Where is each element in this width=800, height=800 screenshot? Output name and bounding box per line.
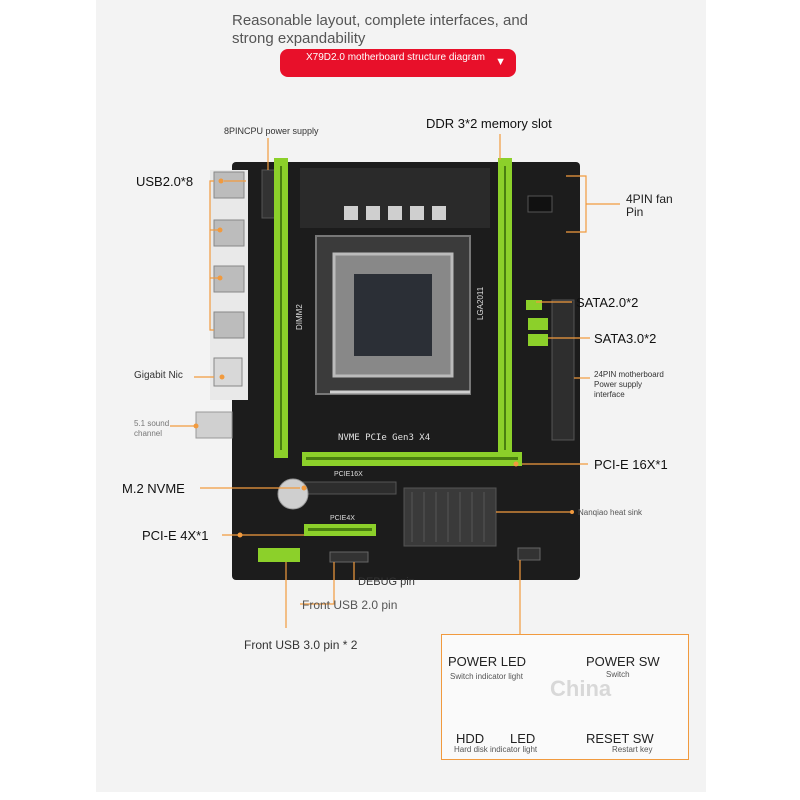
label-debug: DEBUG pin xyxy=(358,576,415,588)
atx-24pin-connector xyxy=(551,299,575,441)
label-power-sw: POWER SW xyxy=(586,654,660,669)
pcie16-silk: PCIE16X xyxy=(334,471,363,478)
usb3-front-header xyxy=(258,548,300,562)
label-pcie16: PCI-E 16X*1 xyxy=(594,457,668,472)
cmos-battery xyxy=(277,478,309,510)
usb-port-stack xyxy=(213,219,245,247)
label-power-led-sub: Switch indicator light xyxy=(450,672,523,681)
choke xyxy=(432,206,446,220)
label-front-usb3: Front USB 3.0 pin * 2 xyxy=(244,638,358,652)
label-reset-sw-sub: Restart key xyxy=(612,745,653,754)
choke xyxy=(344,206,358,220)
label-nic: Gigabit Nic xyxy=(134,370,183,381)
pcie4-silk: PCIE4X xyxy=(330,515,355,522)
label-cpu-power: 8PINCPU power supply xyxy=(224,126,319,136)
label-front-usb2: Front USB 2.0 pin xyxy=(302,598,398,612)
sata-port xyxy=(528,318,548,330)
label-power-sw-sub: Switch xyxy=(606,670,630,679)
label-sound: 5.1 sound channel xyxy=(134,419,170,438)
label-atx: 24PIN motherboard Power supply interface xyxy=(594,370,664,399)
lan-port xyxy=(213,357,243,387)
socket-silk: LGA2011 xyxy=(476,286,485,320)
label-sata3: SATA3.0*2 xyxy=(594,331,657,346)
label-reset-sw: RESET SW xyxy=(586,731,654,746)
label-m2: M.2 NVME xyxy=(122,481,185,496)
choke xyxy=(388,206,402,220)
nvme-silk: NVME PCIe Gen3 X4 xyxy=(338,433,430,443)
header-subtitle: Reasonable layout, complete interfaces, … xyxy=(232,12,529,47)
m2-slot xyxy=(299,481,397,495)
label-pcie4: PCI-E 4X*1 xyxy=(142,528,209,543)
label-hdd-sub: Hard disk indicator light xyxy=(454,745,538,754)
label-hdd: HDD xyxy=(456,731,485,746)
label-sata2: SATA2.0*2 xyxy=(576,295,639,310)
label-usb20: USB2.0*8 xyxy=(136,174,194,189)
choke xyxy=(410,206,424,220)
label-ddr: DDR 3*2 memory slot xyxy=(426,116,552,131)
front-panel-legend xyxy=(441,634,689,760)
usb-port-stack xyxy=(213,171,245,199)
label-led: LED xyxy=(510,731,536,746)
title-banner[interactable]: X79D2.0 motherboard structure diagram ▼ xyxy=(280,49,516,77)
banner-title: X79D2.0 motherboard structure diagram xyxy=(306,52,485,63)
usb-port-stack xyxy=(213,311,245,339)
front-panel-header xyxy=(517,547,541,561)
sata-port xyxy=(526,300,542,310)
leader-lines xyxy=(170,134,620,634)
dimm-silk: DIMM2 xyxy=(295,304,304,330)
audio-jacks xyxy=(195,411,233,439)
front-usb2-header xyxy=(329,551,369,563)
label-fan: 4PIN fan Pin xyxy=(626,192,673,219)
pch-heatsink xyxy=(403,487,497,547)
label-power-led: POWER LED xyxy=(448,654,527,669)
label-heatsink: Nanqiao heat sink xyxy=(578,508,643,517)
watermark: China xyxy=(550,676,612,701)
chevron-down-icon: ▼ xyxy=(495,56,506,68)
fan-header-chip xyxy=(527,195,553,213)
choke xyxy=(366,206,380,220)
sata-port xyxy=(528,334,548,346)
cpu-socket-center xyxy=(354,274,432,356)
